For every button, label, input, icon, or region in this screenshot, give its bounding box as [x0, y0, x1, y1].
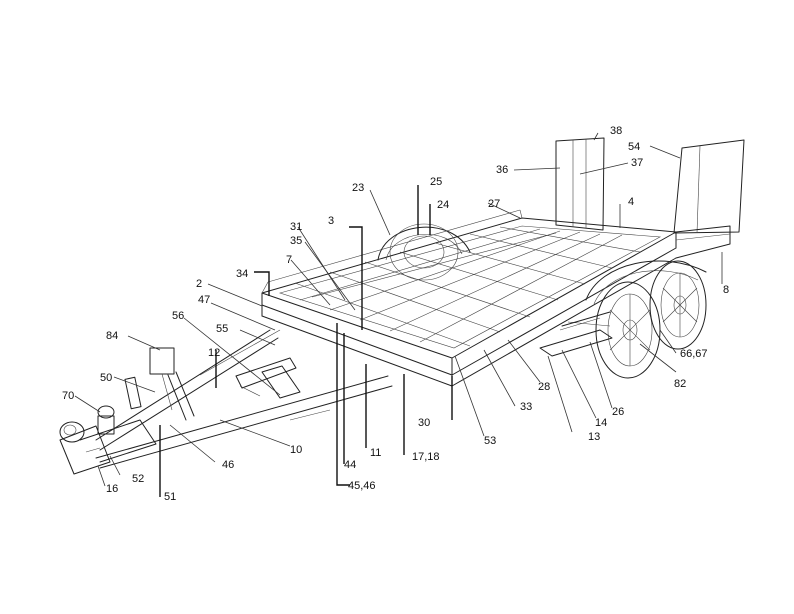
part-labels: 38 54 36 37 23 25 4 27 24 3 31 35 7 34 8… — [62, 125, 729, 503]
label-10: 10 — [290, 444, 302, 456]
drawbar — [95, 329, 393, 469]
label-24: 24 — [437, 199, 449, 211]
label-36: 36 — [496, 164, 508, 176]
label-37: 37 — [631, 157, 643, 169]
label-38: 38 — [610, 125, 622, 137]
label-13: 13 — [588, 431, 600, 443]
label-8: 8 — [723, 284, 729, 296]
label-11: 11 — [370, 447, 381, 459]
leader-lines — [74, 132, 723, 497]
label-53: 53 — [484, 435, 496, 447]
label-12: 12 — [208, 347, 220, 359]
label-16: 16 — [106, 483, 118, 495]
label-70: 70 — [62, 390, 74, 402]
label-2: 2 — [196, 278, 202, 290]
label-84: 84 — [106, 330, 118, 342]
label-82: 82 — [674, 378, 686, 390]
label-26: 26 — [612, 406, 624, 418]
label-51: 51 — [164, 491, 176, 503]
label-31: 31 — [290, 221, 302, 233]
label-17-18: 17,18 — [412, 451, 440, 463]
label-14: 14 — [595, 417, 607, 429]
label-25: 25 — [430, 176, 442, 188]
label-47: 47 — [198, 294, 210, 306]
label-27: 27 — [488, 198, 500, 210]
label-28: 28 — [538, 381, 550, 393]
label-50: 50 — [100, 372, 112, 384]
label-45-46: 45,46 — [348, 480, 376, 492]
mudguard-left — [377, 223, 471, 281]
label-56: 56 — [172, 310, 184, 322]
coupling-assembly — [59, 347, 195, 475]
label-55: 55 — [216, 323, 228, 335]
label-66-67: 66,67 — [680, 348, 708, 360]
label-33: 33 — [520, 401, 532, 413]
label-34: 34 — [236, 268, 248, 280]
wheel-front — [595, 281, 661, 379]
label-46: 46 — [222, 459, 234, 471]
suspension — [539, 311, 613, 357]
label-44: 44 — [344, 459, 356, 471]
label-7: 7 — [286, 254, 292, 266]
label-52: 52 — [132, 473, 144, 485]
label-23: 23 — [352, 182, 364, 194]
ramp-right — [673, 139, 745, 234]
ramp-left — [555, 137, 605, 231]
deck-frame — [261, 209, 731, 387]
label-54: 54 — [628, 141, 640, 153]
label-4: 4 — [628, 196, 634, 208]
label-3: 3 — [328, 215, 334, 227]
wheel-rear — [649, 260, 707, 350]
label-35: 35 — [290, 235, 302, 247]
label-30: 30 — [418, 417, 430, 429]
